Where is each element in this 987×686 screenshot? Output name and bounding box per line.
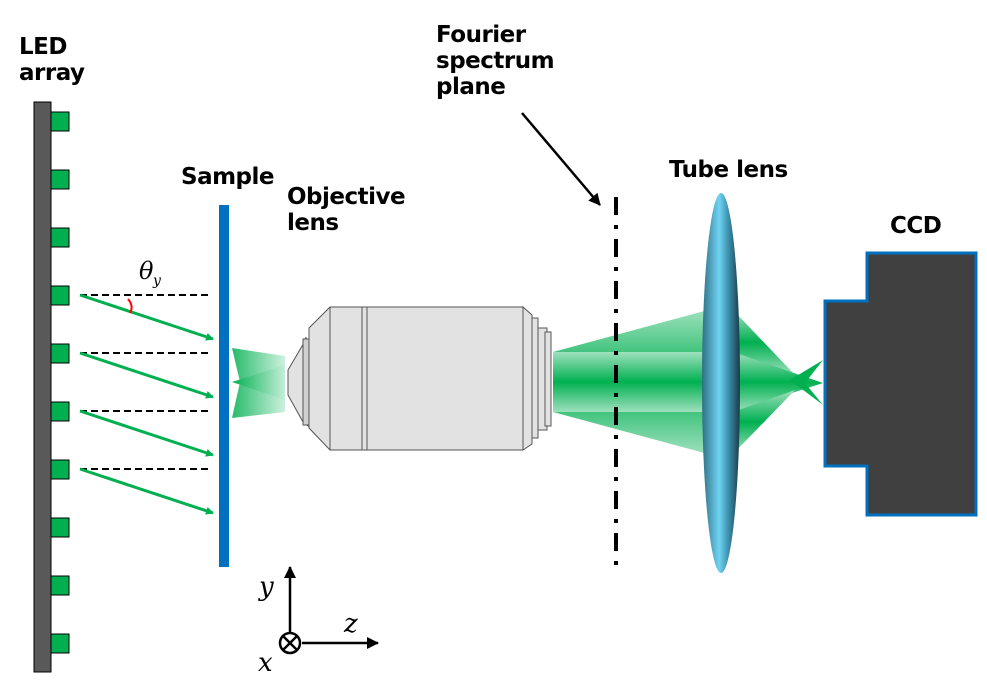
illumination-ray (79, 409, 214, 457)
led (50, 633, 70, 654)
theta-symbol: θ (139, 257, 153, 285)
theta-subscript: y (152, 272, 161, 289)
led (50, 343, 70, 364)
led (50, 227, 70, 248)
led (50, 111, 70, 132)
ccd-camera (823, 251, 978, 517)
led (50, 285, 70, 306)
illumination-ray (79, 351, 214, 399)
axis-x-label: x (258, 648, 273, 678)
sample-label: Sample (181, 164, 275, 190)
led-array (33, 101, 70, 673)
axis-y-label: y (259, 572, 274, 602)
led (50, 459, 70, 480)
ccd-label: CCD (890, 213, 942, 239)
relay-beams (553, 310, 823, 454)
objective-lens-label: Objective lens (287, 184, 406, 236)
sample-slide (219, 205, 229, 567)
led (50, 517, 70, 538)
led-array-label: LED array (19, 34, 85, 86)
led (50, 169, 70, 190)
illumination-ray (79, 467, 214, 515)
fourier-plane-pointer (521, 112, 601, 206)
coordinate-axes (278, 566, 379, 655)
led (50, 575, 70, 596)
tube-lens-label: Tube lens (669, 157, 788, 183)
illumination-ray (79, 293, 214, 341)
theta-label: θy (139, 257, 161, 294)
fourier-plane-label: Fourier spectrum plane (436, 22, 555, 100)
illumination-beams (79, 293, 214, 515)
led-array-bar (33, 101, 52, 673)
tube-lens (702, 193, 740, 573)
diffraction-cones (232, 348, 285, 418)
led (50, 401, 70, 422)
theta-angle-arc (127, 298, 133, 314)
objective-lens (287, 305, 552, 451)
axis-z-label: z (344, 609, 358, 639)
